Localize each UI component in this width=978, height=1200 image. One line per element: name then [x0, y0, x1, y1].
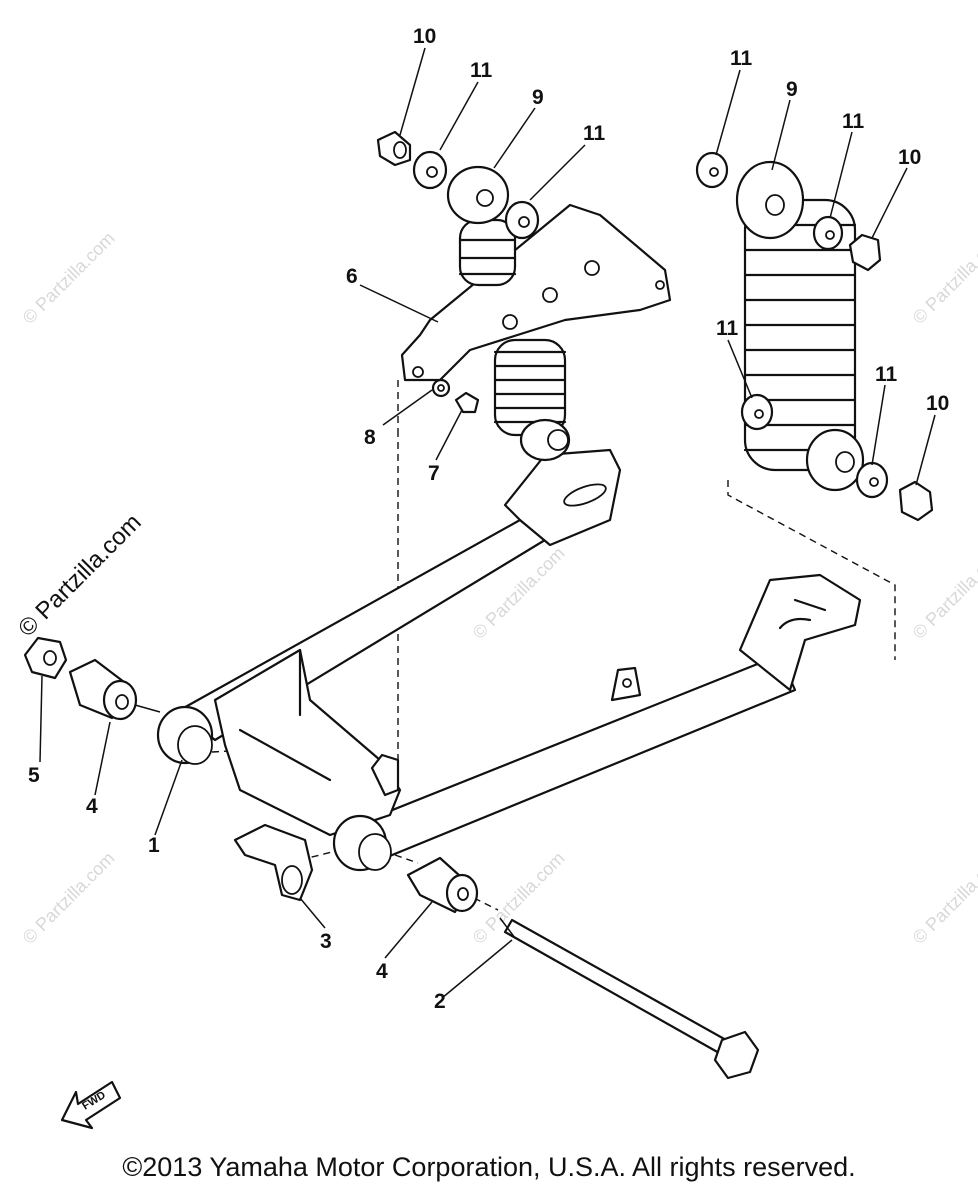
- pivot-shaft: [499, 917, 760, 1080]
- callout-7: 7: [428, 462, 440, 485]
- shock-absorber-right: [735, 160, 865, 492]
- chain-clip: [233, 823, 314, 902]
- watermark: © Partzilla.com: [19, 848, 119, 948]
- callout-8: 8: [364, 426, 376, 449]
- callout-2: 2: [434, 990, 446, 1013]
- swing-arm: [156, 448, 862, 872]
- watermark: © Partzilla.com: [909, 228, 978, 328]
- callout-11: 11: [716, 317, 739, 340]
- shock-bracket: [400, 203, 672, 382]
- callout-10: 10: [413, 25, 436, 48]
- callout-4: 4: [86, 795, 98, 818]
- watermark: © Partzilla.com: [19, 228, 119, 328]
- pivot-hardware: [23, 636, 479, 914]
- callout-4: 4: [376, 960, 388, 983]
- callout-10: 10: [898, 146, 921, 169]
- callout-11: 11: [470, 59, 493, 82]
- callout-11: 11: [842, 110, 865, 133]
- fasteners: [376, 130, 934, 522]
- callout-9: 9: [532, 86, 544, 109]
- callout-1: 1: [148, 834, 160, 857]
- callout-10: 10: [926, 392, 949, 415]
- callout-11: 11: [583, 122, 606, 145]
- watermark: © Partzilla.com: [909, 543, 978, 643]
- leader-lines: [39, 47, 936, 999]
- callout-11: 11: [875, 363, 898, 386]
- callout-11: 11: [730, 47, 753, 70]
- callout-9: 9: [786, 78, 798, 101]
- shock-absorber-left: [446, 165, 571, 462]
- callout-5: 5: [28, 764, 40, 787]
- forward-arrow-icon: FWD: [60, 1080, 122, 1130]
- copyright-notice: ©2013 Yamaha Motor Corporation, U.S.A. A…: [122, 1152, 856, 1182]
- watermark-primary: © Partzilla.com: [13, 509, 146, 642]
- watermark: © Partzilla.com: [909, 848, 978, 948]
- callout-6: 6: [346, 265, 358, 288]
- callout-3: 3: [320, 930, 332, 953]
- callout-numbers: 10 11 9 11 6 8 7 11 9 11 10 11 11 10 5 4…: [28, 25, 949, 1013]
